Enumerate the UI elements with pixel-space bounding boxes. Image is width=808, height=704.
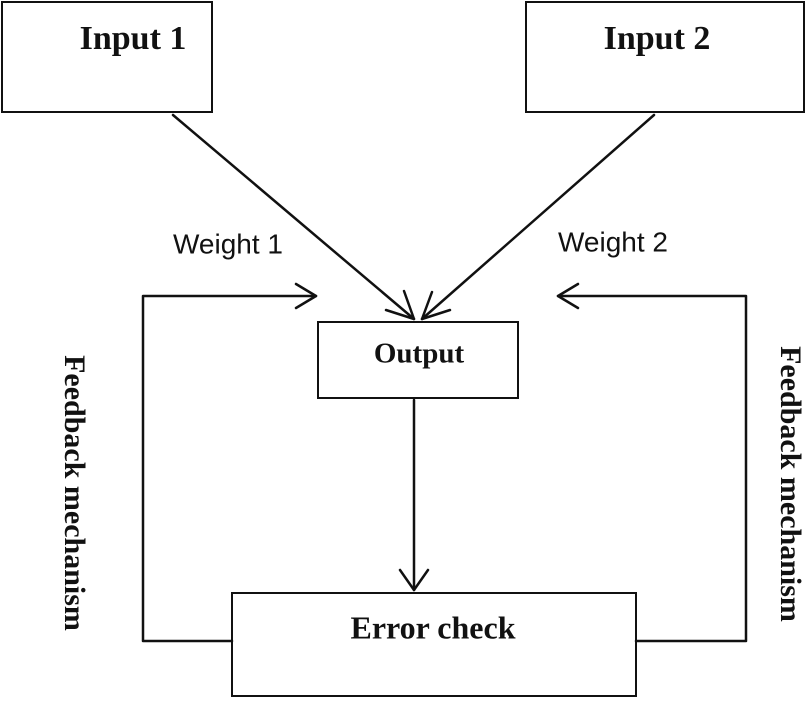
output-label: Output	[374, 338, 465, 370]
left-feedback-label: Feedback mechanism	[58, 355, 91, 631]
weight-2-label: Weight 2	[558, 226, 668, 257]
output-node: Output	[317, 321, 519, 399]
left-feedback-loop-arrow	[141, 282, 318, 643]
output-to-error-check-arrow	[398, 398, 430, 592]
error-check-label: Error check	[351, 609, 516, 645]
error-check-box	[231, 592, 637, 697]
right-feedback-loop-arrow	[556, 282, 748, 643]
input-1-node: Input 1	[1, 1, 213, 113]
error-check-node: Error check	[231, 592, 637, 697]
right-feedback-label: Feedback mechanism	[774, 346, 807, 622]
output-box	[317, 321, 519, 399]
input-2-node: Input 2	[525, 1, 805, 113]
weight-1-label: Weight 1	[173, 228, 283, 259]
input-2-box	[525, 1, 805, 113]
input-2-to-output-arrow	[420, 113, 656, 321]
input-1-label: Input 1	[80, 20, 187, 57]
input-1-to-output-arrow	[171, 113, 416, 321]
input-2-label: Input 2	[604, 20, 711, 57]
input-1-box	[1, 1, 213, 113]
